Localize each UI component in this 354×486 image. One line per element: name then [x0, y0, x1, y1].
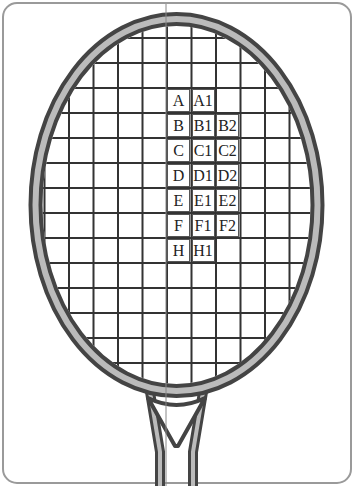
cell-label: B1	[192, 114, 215, 137]
cell-label: E2	[216, 189, 239, 212]
racket-frame-inner	[36, 19, 318, 391]
cell-label: B2	[216, 114, 239, 137]
horizontal-string	[20, 287, 340, 289]
cell-label: C	[167, 139, 190, 162]
horizontal-string	[20, 337, 340, 339]
cell-label: D1	[192, 164, 215, 187]
racket-frame	[36, 19, 318, 391]
cell-label: H1	[192, 239, 215, 262]
vertical-string	[338, 0, 340, 420]
vertical-string	[68, 0, 70, 420]
cell-label: C2	[216, 139, 239, 162]
racket-strings	[20, 0, 340, 420]
vertical-string	[289, 0, 291, 420]
cell-label: D	[167, 164, 190, 187]
cell-label: E	[167, 189, 190, 212]
horizontal-string	[20, 262, 340, 264]
cell-label: E1	[192, 189, 215, 212]
horizontal-string	[20, 37, 340, 39]
cell-label: D2	[216, 164, 239, 187]
vertical-string	[19, 0, 21, 420]
vertical-string	[44, 0, 46, 420]
throat-hole	[148, 398, 205, 446]
horizontal-string	[20, 362, 340, 364]
cell-label: H	[167, 239, 190, 262]
cell-label: F	[167, 214, 190, 237]
cell-label: B	[167, 114, 190, 137]
cell-label: A1	[192, 89, 215, 112]
horizontal-string	[20, 62, 340, 64]
cell-label: A	[167, 89, 190, 112]
cell-label: C1	[192, 139, 215, 162]
cell-label: F1	[192, 214, 215, 237]
card-border	[3, 3, 351, 483]
cell-label: F2	[216, 214, 239, 237]
